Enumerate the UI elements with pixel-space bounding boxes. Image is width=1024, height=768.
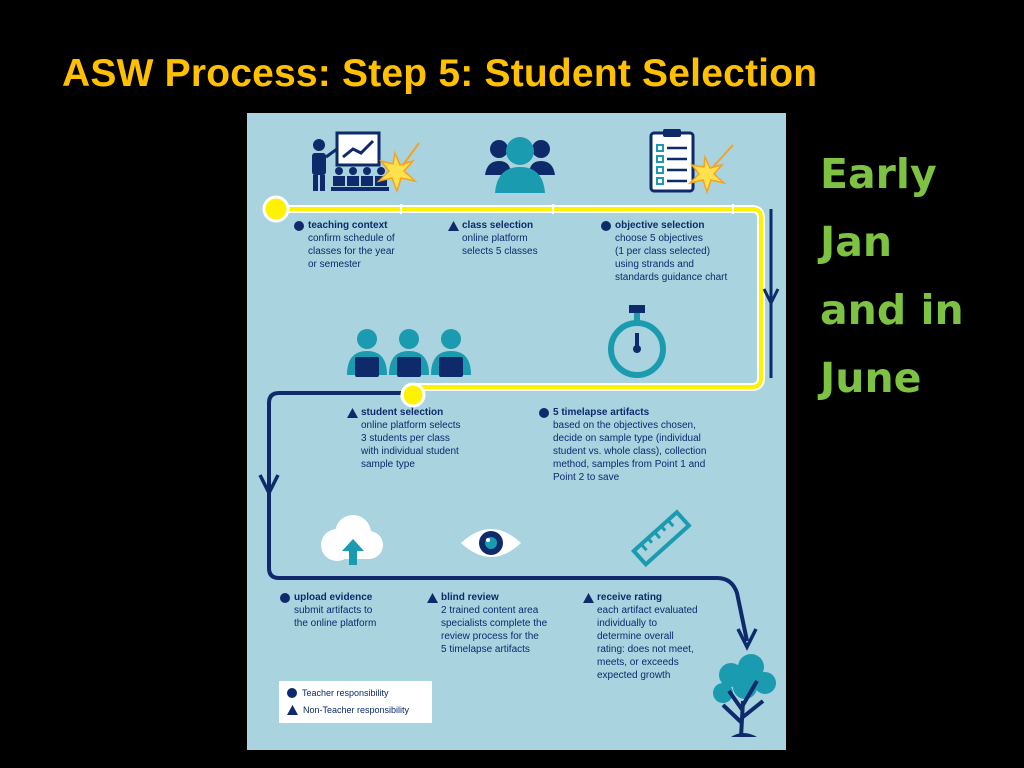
step-title: upload evidence [294, 592, 373, 603]
step-title: receive rating [597, 592, 663, 603]
step-title: blind review [441, 592, 499, 603]
teacher-marker-icon [601, 220, 611, 231]
legend-label: Non-Teacher responsibility [303, 705, 410, 715]
non-teacher-marker-icon [347, 407, 358, 418]
timing-note-line-1: Early [820, 150, 937, 198]
students-icon [347, 329, 471, 377]
timing-note: Early Jan and in June [820, 140, 964, 412]
non-teacher-marker-icon [427, 592, 438, 603]
teacher-marker-icon [294, 220, 304, 231]
cloud-upload-icon [321, 515, 383, 565]
group-icon [485, 137, 555, 193]
step-description: 2 trained content area specialists compl… [441, 605, 548, 655]
teacher-marker-icon [539, 407, 549, 418]
step-receive-rating: receive rating each artifact evaluated i… [583, 591, 698, 682]
process-path [258, 195, 780, 651]
legend-item-teacher: Teacher responsibility [287, 688, 389, 698]
stopwatch-icon [608, 305, 666, 378]
step-class-selection: class selection online platform selects … [448, 219, 538, 258]
eye-icon [461, 529, 521, 557]
down-arrow-icon [762, 288, 780, 307]
timing-note-line-3: and in [820, 286, 964, 334]
step-objective-selection: objective selection choose 5 objectives … [601, 219, 728, 284]
non-teacher-marker-icon [448, 220, 459, 231]
step-description: online platform selects 3 students per c… [361, 420, 461, 470]
step-description: submit artifacts to the online platform [294, 605, 377, 629]
step-upload-evidence: upload evidence submit artifacts to the … [280, 591, 377, 630]
timing-note-line-2: Jan [820, 218, 893, 266]
step-title: class selection [462, 220, 534, 231]
teacher-marker-icon [287, 688, 297, 698]
step-description: online platform selects 5 classes [462, 233, 538, 257]
ruler-icon [631, 509, 692, 568]
start-node [262, 195, 290, 223]
step-title: student selection [361, 407, 444, 418]
teacher-marker-icon [280, 592, 290, 603]
step-blind-review: blind review 2 trained content area spec… [427, 591, 548, 656]
step-title: teaching context [308, 220, 388, 231]
legend-item-non-teacher: Non-Teacher responsibility [287, 705, 409, 715]
clipboard-checklist-icon [649, 129, 734, 195]
step-timelapse-artifacts: 5 timelapse artifacts based on the objec… [539, 406, 707, 484]
step-description: choose 5 objectives (1 per class selecte… [615, 233, 728, 283]
legend-label: Teacher responsibility [302, 688, 389, 698]
slide-title: ASW Process: Step 5: Student Selection [62, 52, 818, 95]
timing-note-line-4: June [820, 354, 922, 402]
teacher-presentation-icon [312, 131, 420, 194]
step-title: objective selection [615, 220, 705, 231]
non-teacher-marker-icon [583, 592, 594, 603]
tree-icon [713, 654, 776, 738]
process-infographic: teaching context confirm schedule of cla… [247, 113, 786, 750]
non-teacher-marker-icon [287, 705, 298, 715]
step-description: confirm schedule of classes for the year… [308, 233, 395, 270]
step-description: based on the objectives chosen, decide o… [553, 420, 707, 483]
down-arrow-icon [258, 474, 280, 497]
step-student-selection: student selection online platform select… [347, 406, 461, 471]
navy-path [267, 391, 749, 642]
legend: Teacher responsibility Non-Teacher respo… [279, 681, 432, 723]
step-teaching-context: teaching context confirm schedule of cla… [294, 219, 395, 271]
down-arrow-icon [736, 628, 758, 651]
yellow-path [276, 207, 763, 389]
current-step-node [400, 382, 426, 408]
step-description: each artifact evaluated individually to … [597, 605, 698, 681]
step-title: 5 timelapse artifacts [553, 407, 650, 418]
